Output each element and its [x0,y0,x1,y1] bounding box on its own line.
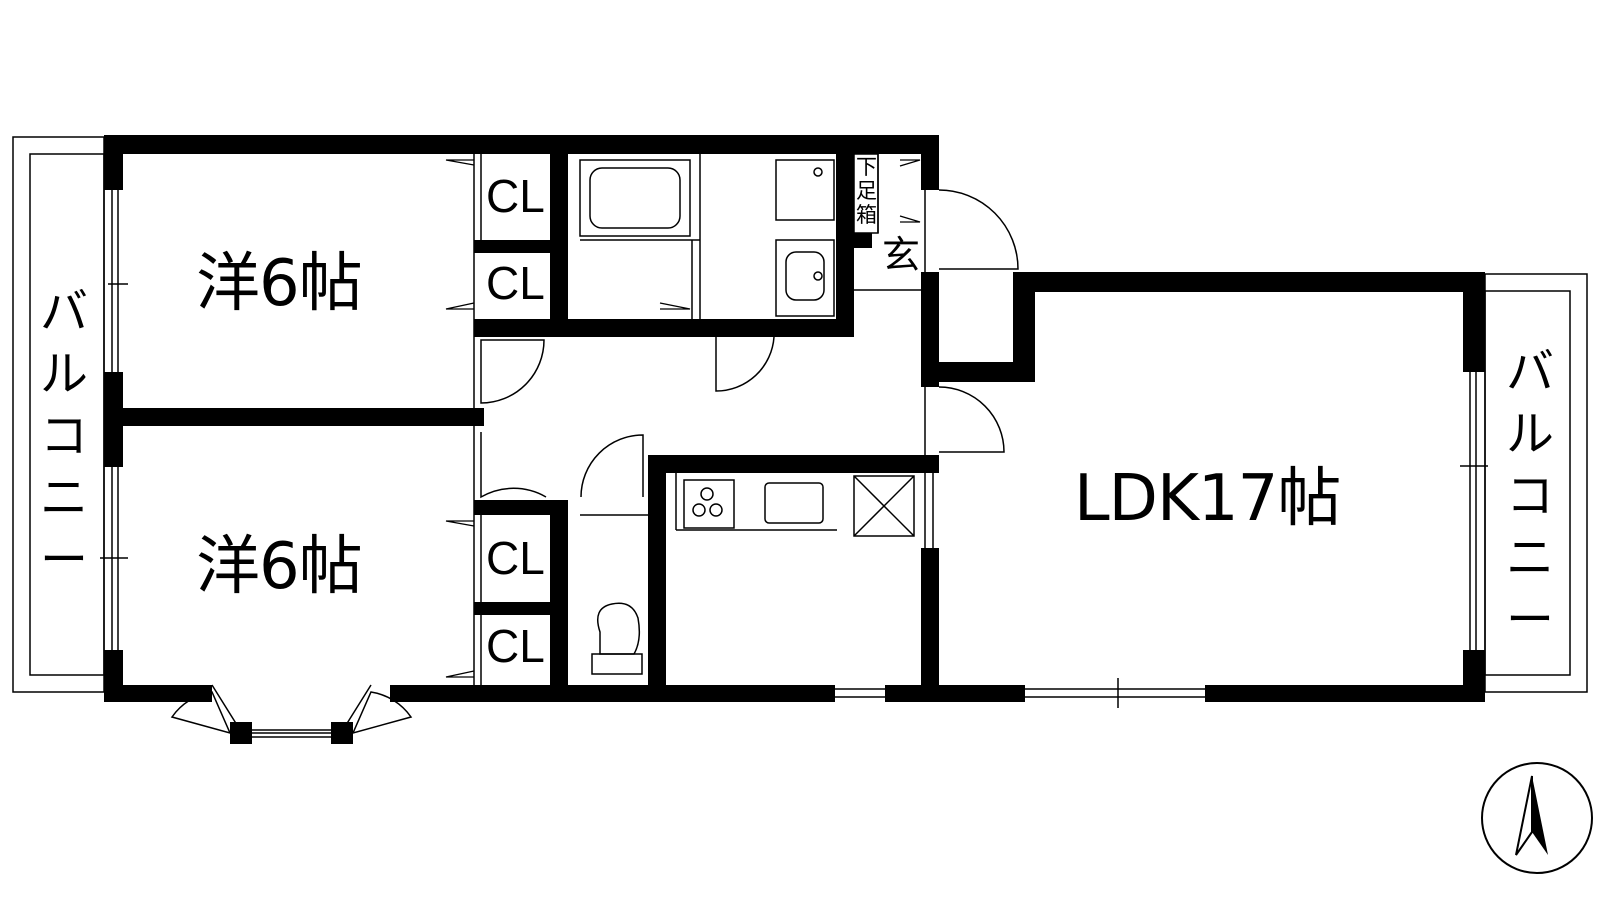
balcony-right-label: バ ル コ ニ ー [1506,344,1554,648]
closet-label-4: CL [486,620,545,672]
balcony-left-label: バ ル コ ニ ー [40,284,88,588]
room-label-western-upper: 洋6帖 [196,247,362,321]
sink-icon [764,482,824,524]
balcony-right-char-5: ー [1506,592,1554,648]
balcony-right-char-1: バ [1506,344,1554,400]
room-label-western-lower: 洋6帖 [196,530,362,604]
shoe-box-label: 下 足 箱 [856,155,877,227]
balcony-right [1484,273,1588,693]
room-label-ldk: LDK17帖 [1074,462,1340,536]
closet-label-3: CL [486,532,545,584]
balcony-left-char-2: ル [40,346,88,402]
bathtub-icon [579,159,691,237]
closet-label-2: CL [486,257,545,309]
shoe-box-char-3: 箱 [856,203,877,227]
stove-icon [683,479,735,529]
windows [100,154,1488,738]
fridge-space-icon [853,475,915,537]
shoe-box-char-1: 下 [856,155,877,179]
closet-markers [445,159,921,678]
balcony-left-char-1: バ [40,284,88,340]
closet-label-1: CL [486,170,545,222]
balcony-left-char-5: ー [40,532,88,588]
entrance-label: 玄 [882,233,920,277]
north-compass-icon [1481,762,1593,874]
fixtures [579,153,921,675]
balcony-right-char-2: ル [1506,406,1554,462]
shoe-box-char-2: 足 [856,179,877,203]
toilet-icon [597,602,641,655]
walls [104,135,1485,744]
balcony-right-char-3: コ [1506,468,1554,524]
balcony-left-char-3: コ [40,408,88,464]
balcony-left-char-4: ニ [40,470,88,526]
washbasin-icon [775,159,835,221]
balcony-right-char-4: ニ [1506,530,1554,586]
doors [170,189,1019,735]
